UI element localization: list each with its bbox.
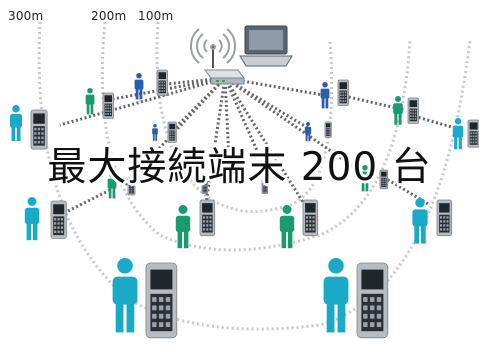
person-icon: [112, 258, 138, 333]
handheld-terminal-icon: [156, 69, 168, 96]
handheld-terminal-icon: [337, 79, 349, 106]
handheld-terminal-icon: [261, 179, 268, 195]
handheld-terminal-icon: [102, 92, 114, 119]
handheld-terminal-icon: [356, 262, 389, 339]
handheld-terminal-icon: [302, 199, 319, 237]
handheld-terminal-icon: [324, 121, 332, 138]
link: [224, 76, 324, 97]
laptop-icon: [239, 25, 293, 67]
handheld-terminal-icon: [127, 177, 136, 196]
person-icon: [175, 205, 191, 249]
link: [379, 173, 431, 207]
person-icon: [279, 205, 295, 249]
wifi-icon: [189, 28, 237, 68]
connection-links: [59, 76, 463, 217]
max-connections-headline: 最大接続端末 200 台: [47, 145, 432, 190]
ring-200m: [100, 21, 412, 252]
person-icon: [320, 82, 330, 109]
person-icon: [452, 118, 464, 150]
person-icon: [85, 88, 95, 115]
distance-label-300m: 300m: [8, 9, 44, 23]
handheld-terminal-icon: [436, 199, 453, 237]
person-icon: [24, 197, 40, 241]
person-icon: [107, 172, 117, 199]
link: [223, 77, 272, 181]
person-icon: [412, 198, 428, 244]
link: [173, 76, 227, 130]
wireless-router-icon: [204, 69, 245, 85]
person-icon: [323, 258, 349, 333]
handheld-terminal-icon: [167, 121, 177, 143]
person-icon: [393, 96, 403, 125]
person-icon: [134, 73, 144, 100]
distance-label-100m: 100m: [138, 9, 174, 23]
handheld-terminal-icon: [379, 169, 389, 190]
link: [59, 188, 111, 217]
link: [223, 77, 232, 181]
handheld-terminal-icon: [199, 199, 216, 237]
person-icon: [10, 105, 22, 141]
handheld-terminal-icon: [30, 109, 48, 150]
handheld-terminal-icon: [201, 179, 208, 195]
person-icon: [360, 165, 370, 192]
person-icon: [304, 122, 312, 142]
terminals-layer: [30, 69, 479, 339]
handheld-terminal-icon: [407, 97, 419, 124]
link: [223, 77, 310, 211]
person-icon: [152, 124, 158, 141]
handheld-terminal-icon: [467, 119, 479, 148]
range-rings: [37, 21, 472, 331]
handheld-terminal-icon: [145, 262, 178, 339]
handheld-terminal-icon: [50, 200, 67, 239]
distance-label-200m: 200m: [91, 9, 127, 23]
link: [59, 76, 226, 127]
people-layer: [10, 73, 464, 333]
